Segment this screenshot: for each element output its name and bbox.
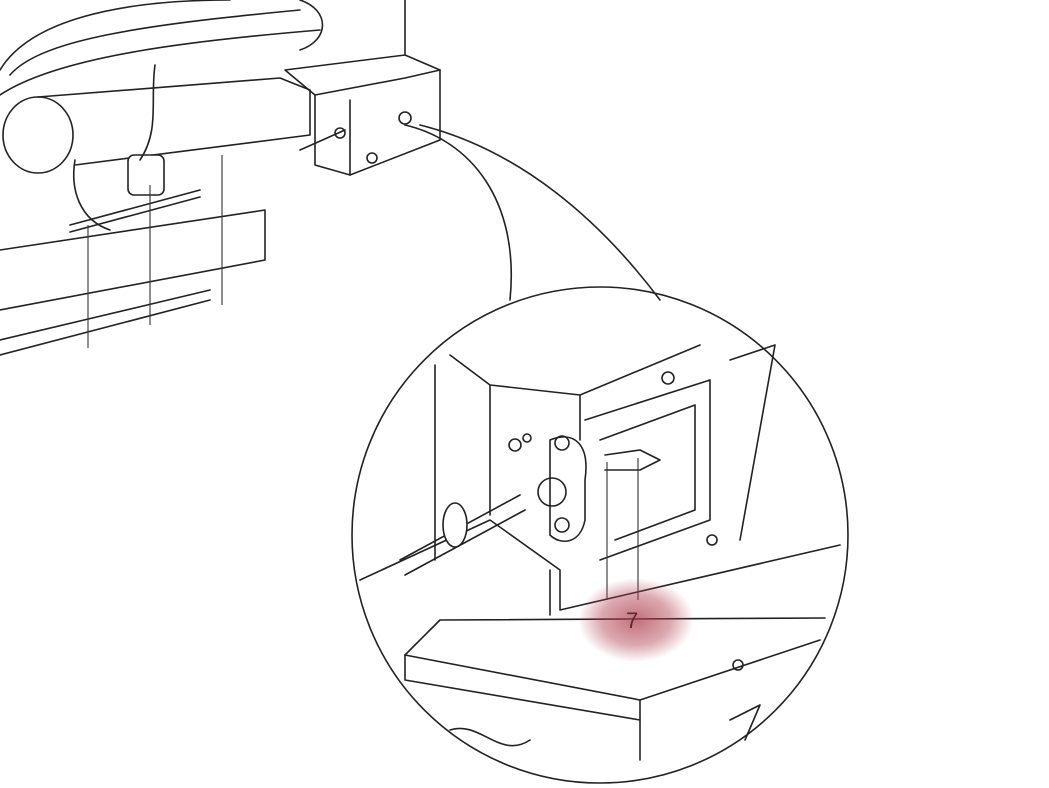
detail-circle — [351, 286, 849, 784]
callout-highlight — [578, 578, 694, 662]
magnifier-connector — [404, 124, 512, 301]
callout-label-7: 7 — [626, 608, 639, 633]
detail-view — [359, 344, 841, 761]
main-assembly — [0, 0, 441, 356]
